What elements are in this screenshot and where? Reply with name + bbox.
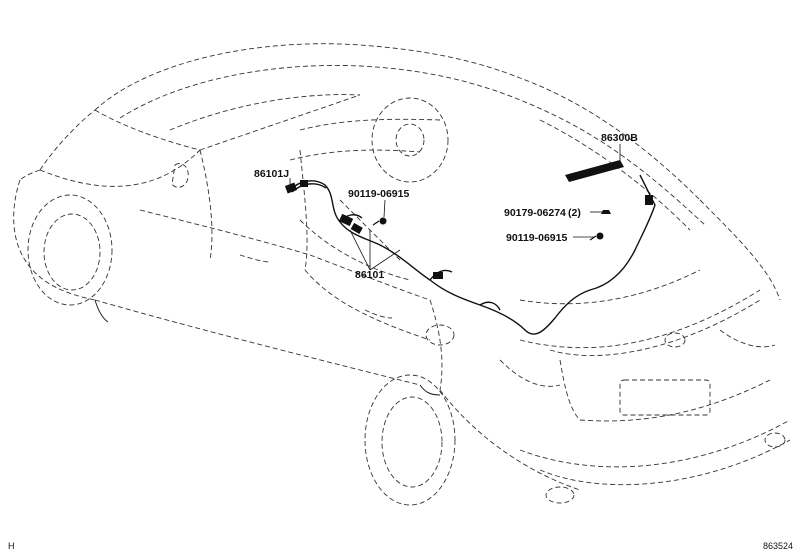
antenna-part: [565, 157, 624, 182]
label-90119-06915-lower: 90119-06915: [506, 232, 567, 244]
label-90179-quantity: (2): [568, 207, 581, 219]
car-body-details: [94, 299, 441, 396]
figure-number: 863524: [763, 541, 793, 551]
footer-left-code: H: [8, 541, 15, 551]
label-90119-06915-upper: 90119-06915: [348, 188, 409, 200]
label-90179-06274: 90179-06274: [504, 207, 566, 219]
leader-lines: [289, 144, 621, 271]
car-body-outline: [13, 43, 791, 506]
label-86101: 86101: [355, 269, 384, 281]
wire-harness: [284, 174, 656, 335]
label-86101J: 86101J: [254, 168, 289, 180]
fasteners: [372, 210, 611, 241]
label-86300B: 86300B: [601, 132, 638, 144]
